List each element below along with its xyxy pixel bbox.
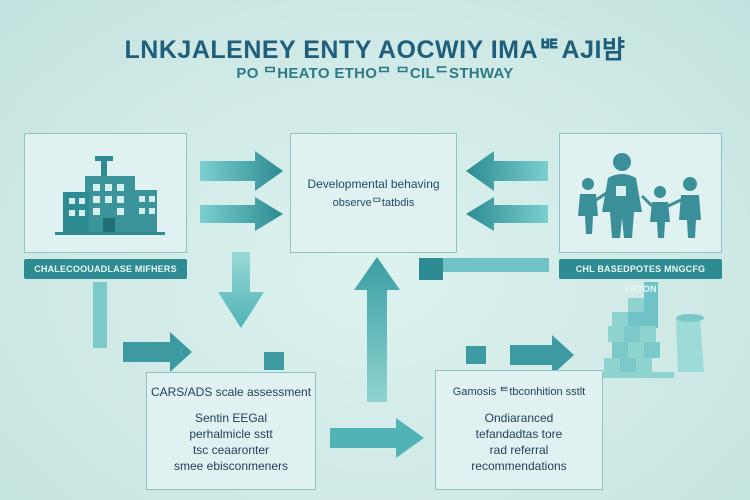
connector-left-elbow (123, 332, 192, 372)
connector-right-elbow (510, 335, 574, 375)
node-bottom-right-line1: Ondiaranced (484, 411, 554, 425)
node-bottom-left-line1: Sentin EEGal (194, 411, 268, 425)
family-icon (578, 153, 701, 238)
node-bottom-left-heading: CARS/ADS scale assessment (150, 385, 312, 399)
page-title: LNKJALENEY ENTY AOCWIY IMAᄩAJI뱜 (124, 36, 626, 64)
node-bottom-right-line3: rad referral (489, 443, 549, 457)
node-center-top: Developmental behaving observeᄆtatbdis (290, 133, 457, 253)
hospital-building-icon (55, 156, 165, 235)
node-center-line1: Developmental behaving (307, 177, 440, 191)
connector-right-down (419, 258, 443, 280)
block-left-small (264, 352, 284, 370)
node-bottom-right-heading: Gamosis ᄐtbconhition sstlt (452, 386, 586, 398)
node-right-top-caption: CHL BASEDPOTES MNGCFG ERTON (559, 259, 722, 294)
node-bottom-left-line2: perhalmicle sstt (189, 427, 273, 441)
arrow-left-upper (466, 151, 548, 191)
connector-right-horizontal (419, 258, 549, 272)
arrow-right-upper (200, 151, 283, 191)
arrow-left-lower (466, 197, 548, 231)
arrow-up-center (354, 257, 400, 402)
arrow-right-bottom (330, 418, 424, 458)
node-bottom-left-line4: smee ebisconmeners (173, 459, 289, 473)
connector-left-vertical (93, 282, 107, 348)
block-right-small (466, 346, 486, 364)
page-subtitle: PO ᄆHEATO ETHOᄆ ᄆCILᄃSTHWAY (236, 65, 514, 82)
blocks-icon (600, 282, 704, 378)
node-bottom-right-line2: tefandadtas tore (475, 427, 563, 441)
node-bottom-right-line4: recommendations (471, 459, 567, 473)
node-left-top-caption: CHALECOOUADLASE MIFHERS (24, 259, 187, 279)
node-left-top (24, 133, 187, 253)
node-bottom-left: CARS/ADS scale assessment Sentin EEGal p… (146, 372, 316, 490)
arrow-right-lower (200, 197, 283, 231)
arrow-down-left (218, 252, 264, 328)
node-right-top (559, 133, 722, 253)
node-bottom-left-line3: tsc ceaaronter (192, 443, 270, 457)
node-bottom-right: Gamosis ᄐtbconhition sstlt Ondiaranced t… (435, 370, 603, 490)
node-center-line2: observeᄆtatbdis (332, 197, 415, 209)
